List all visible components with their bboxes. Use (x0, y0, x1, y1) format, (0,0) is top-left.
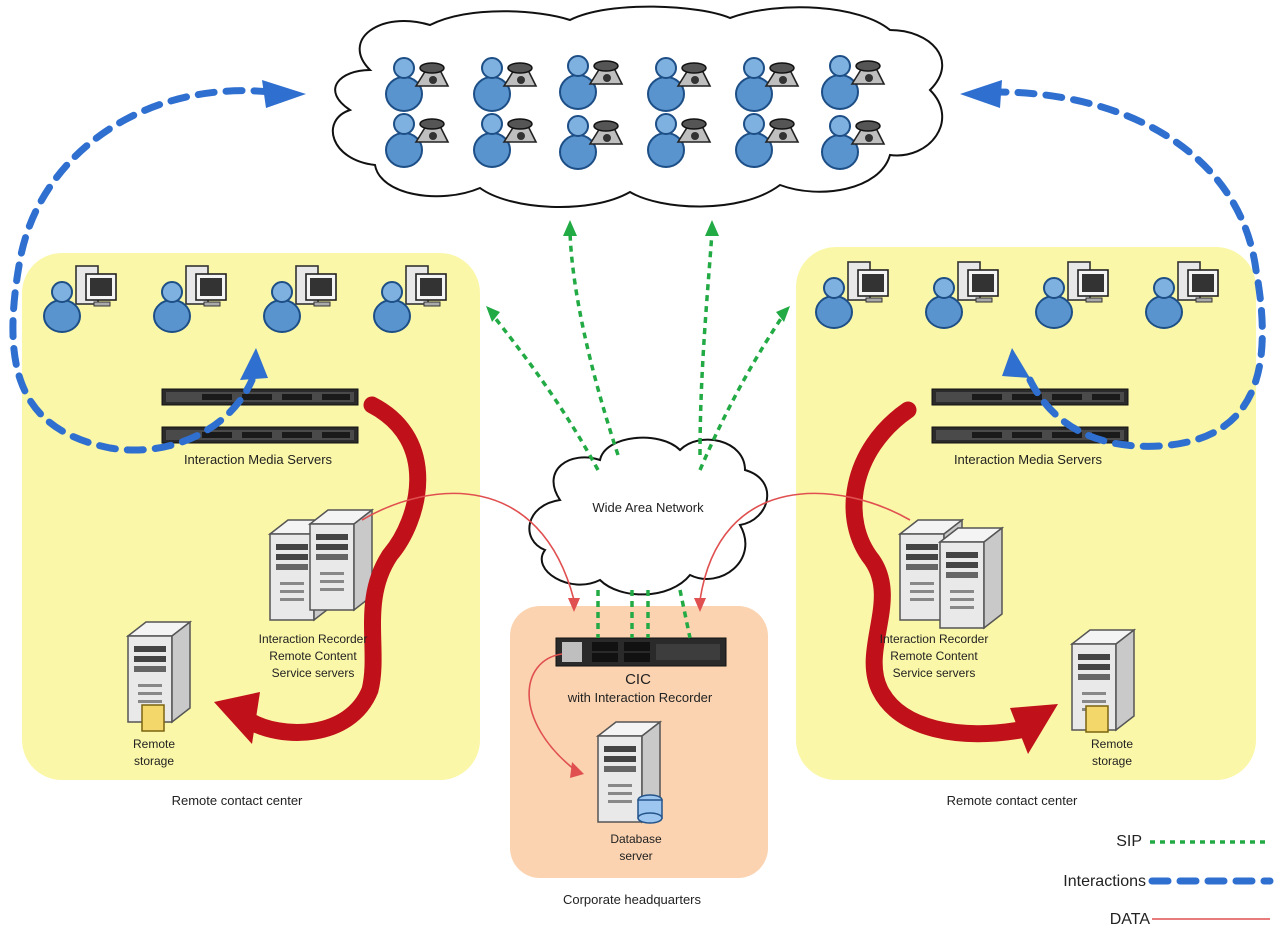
cic-server-icon (555, 637, 727, 667)
cic-subtitle: with Interaction Recorder (567, 690, 713, 705)
legend-label-data: DATA (1110, 911, 1151, 928)
rack-server-icon (161, 388, 359, 406)
hq-label: Corporate headquarters (563, 892, 702, 907)
tower-server-icon (309, 509, 373, 611)
wan-label: Wide Area Network (592, 500, 704, 515)
storage-label-left-2: storage (134, 754, 174, 768)
recording-flow-left (214, 396, 427, 744)
storage-label-right-2: storage (1092, 754, 1132, 768)
tower-server-icon (939, 527, 1003, 629)
wan-cloud (528, 436, 769, 596)
interaction-arrowheads (240, 80, 1030, 380)
media-servers-label-right: Interaction Media Servers (954, 452, 1103, 467)
legend-label-sip: SIP (1116, 833, 1142, 850)
remote-center-label-left: Remote contact center (172, 793, 303, 808)
recorder-label-right-2: Remote Content (890, 649, 978, 663)
legend: SIP Interactions DATA (1063, 833, 1274, 928)
recorder-label-left-1: Interaction Recorder (259, 632, 368, 646)
storage-server-icon (127, 621, 191, 732)
storage-label-left-1: Remote (133, 737, 175, 751)
recorder-label-right-3: Service servers (893, 666, 976, 680)
interaction-lines (9, 87, 1266, 454)
storage-server-icon (1071, 629, 1135, 733)
database-label-2: server (619, 849, 652, 863)
rack-server-icon (931, 388, 1129, 406)
recorder-label-left-2: Remote Content (269, 649, 357, 663)
remote-zone-right (796, 247, 1256, 780)
recording-flow-right (845, 401, 1058, 754)
media-servers-label-left: Interaction Media Servers (184, 452, 333, 467)
recorder-label-right-1: Interaction Recorder (880, 632, 989, 646)
cic-title: CIC (625, 671, 651, 688)
remote-center-label-right: Remote contact center (947, 793, 1078, 808)
legend-label-interactions: Interactions (1063, 873, 1146, 890)
recorder-label-left-3: Service servers (272, 666, 355, 680)
database-server-icon (597, 721, 663, 824)
sip-lines (490, 231, 786, 639)
storage-label-right-1: Remote (1091, 737, 1133, 751)
database-label-1: Database (610, 832, 662, 846)
data-lines (361, 492, 911, 778)
sip-arrowheads (486, 220, 790, 322)
